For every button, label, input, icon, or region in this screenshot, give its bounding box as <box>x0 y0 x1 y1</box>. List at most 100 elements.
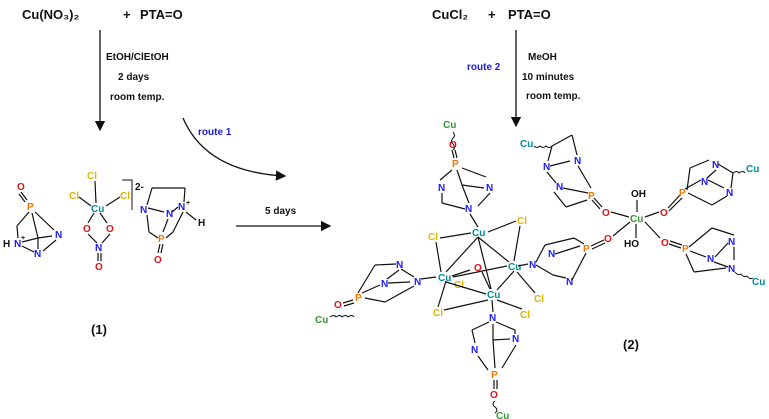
left-reactant-1: Cu(NO₃)₂ <box>22 7 79 22</box>
cu-chloro-nitrato-anion: Cl Cl Cl Cu O O N O 2- <box>69 171 144 273</box>
atom-n: N <box>414 277 421 288</box>
atom-n: N <box>471 345 478 356</box>
pta-oxide-cage-right: N N + H N P O <box>140 187 205 266</box>
atom-o: O <box>83 224 91 235</box>
atom-n-plus: N <box>14 239 21 250</box>
atom-h: H <box>3 239 10 250</box>
left-time: 2 days <box>118 72 150 83</box>
atom-cl: Cl <box>517 216 527 227</box>
atom-cu-terminal: Cu <box>520 139 533 150</box>
atom-p: P <box>583 244 590 255</box>
route-2-label: route 2 <box>467 62 501 73</box>
atom-p: P <box>682 244 689 255</box>
atom-cu: Cu <box>508 262 521 273</box>
atom-o: O <box>602 208 610 219</box>
atom-cu-terminal: Cu <box>752 277 765 288</box>
pta-oxide-cage-left: O P N + H N N <box>3 182 62 260</box>
complex-1: O P N + H N N Cl Cl Cl Cu <box>3 171 205 337</box>
hydroxo-bottom: HO <box>624 239 639 250</box>
atom-n: N <box>726 188 733 199</box>
left-reactant-2: PTA=O <box>140 7 183 22</box>
atom-cl: Cl <box>520 310 530 321</box>
pta-oxide-bridge: N N N P O <box>517 221 631 288</box>
atom-n: N <box>556 182 563 193</box>
atom-n: N <box>701 177 708 188</box>
right-plus: + <box>488 7 496 22</box>
atom-o: O <box>17 182 25 193</box>
atom-cl: Cl <box>120 191 130 202</box>
left-solvent: EtOH/ClEtOH <box>106 52 169 63</box>
conversion-time: 5 days <box>265 206 297 217</box>
mononuclear-cu-centre: Cu OH HO O O O <box>602 189 669 250</box>
pta-oxide-top: Cu O P N N N <box>438 120 493 215</box>
atom-cu-terminal: Cu <box>443 120 456 131</box>
atom-o: O <box>95 262 103 273</box>
atom-n: N <box>728 237 735 248</box>
atom-n: N <box>95 243 102 254</box>
atom-cu: Cu <box>630 214 643 225</box>
charge-plus: + <box>21 235 25 242</box>
complex-2: Cu O P N N N Cu Cu Cu Cu O Cl Cl <box>315 120 765 419</box>
right-reactant-2: PTA=O <box>508 7 551 22</box>
hydroxo-top: OH <box>631 189 646 200</box>
atom-p: P <box>27 202 34 213</box>
complex-1-label: (1) <box>91 322 107 337</box>
atom-cu: Cu <box>487 290 500 301</box>
atom-o: O <box>449 140 457 151</box>
pta-oxide-bottom: N N N P O Cu <box>471 299 519 419</box>
atom-n: N <box>548 249 555 260</box>
route-1-label: route 1 <box>198 127 232 138</box>
atom-o: O <box>661 238 669 249</box>
atom-o-central: O <box>474 263 482 274</box>
pta-oxide-upper-right: P N N N Cu <box>667 159 759 212</box>
atom-o: O <box>334 300 342 311</box>
atom-n: N <box>512 334 519 345</box>
atom-n: N <box>486 183 493 194</box>
atom-cu: Cu <box>438 273 451 284</box>
atom-cl: Cl <box>69 191 79 202</box>
atom-n: N <box>465 204 472 215</box>
atom-o: O <box>106 224 114 235</box>
right-solvent: MeOH <box>528 52 557 63</box>
right-time: 10 minutes <box>522 72 575 83</box>
left-plus: + <box>123 7 131 22</box>
atom-o: O <box>660 208 668 219</box>
right-reactant-1: CuCl₂ <box>432 7 468 22</box>
charge-bracket <box>122 179 133 210</box>
atom-p: P <box>679 188 686 199</box>
atom-n: N <box>543 162 550 173</box>
atom-cu-terminal: Cu <box>746 164 759 175</box>
atom-cl: Cl <box>428 232 438 243</box>
atom-cl: Cl <box>433 308 443 319</box>
atom-n: N <box>55 230 62 241</box>
atom-cl: Cl <box>534 294 544 305</box>
atom-n: N <box>529 260 536 271</box>
pta-oxide-upper-left: Cu N N N P <box>520 134 603 210</box>
atom-n: N <box>574 156 581 167</box>
atom-o: O <box>604 234 612 245</box>
atom-p: P <box>355 293 362 304</box>
atom-n: N <box>396 260 403 271</box>
atom-cu: Cu <box>472 228 485 239</box>
atom-o: O <box>154 255 162 266</box>
atom-cu: Cu <box>91 204 104 215</box>
atom-p: P <box>491 370 498 381</box>
atom-n: N <box>178 202 185 213</box>
atom-n: N <box>707 254 714 265</box>
route-1-arrow <box>182 117 287 181</box>
atom-n: N <box>489 313 496 324</box>
atom-p: P <box>588 191 595 202</box>
atom-n: N <box>438 183 445 194</box>
atom-cu-terminal: Cu <box>315 315 328 326</box>
atom-cu-terminal: Cu <box>496 411 509 419</box>
left-temperature: room temp. <box>110 92 165 103</box>
complex-2-label: (2) <box>623 337 639 352</box>
atom-n: N <box>712 160 719 171</box>
atom-n: N <box>166 209 173 220</box>
atom-p: P <box>158 234 165 245</box>
atom-n: N <box>140 205 147 216</box>
atom-n: N <box>728 264 735 275</box>
atom-cl: Cl <box>87 171 97 182</box>
atom-n: N <box>381 279 388 290</box>
atom-n: N <box>566 277 573 288</box>
